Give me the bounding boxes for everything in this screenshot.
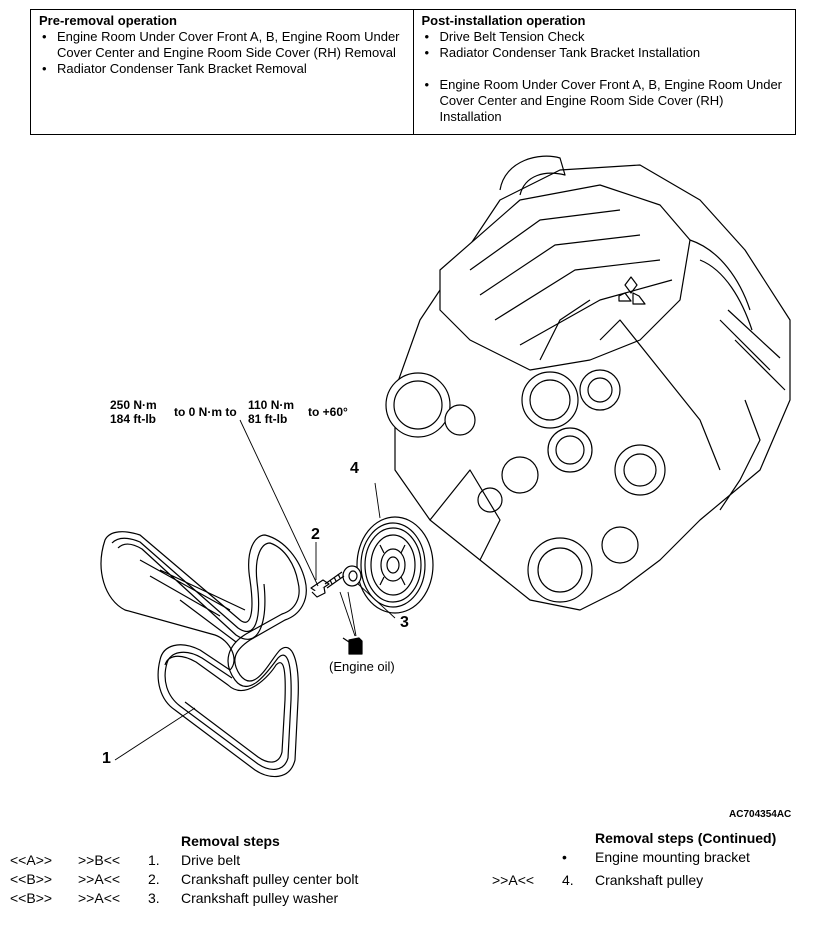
torque-ftlb: 81 ft-lb	[248, 412, 288, 426]
post-installation-item: Engine Room Under Cover Front A, B, Engi…	[422, 77, 788, 125]
step-number: 2.	[148, 871, 160, 887]
post-installation-column: Post-installation operation Drive Belt T…	[412, 10, 796, 134]
oil-can-icon	[342, 637, 363, 655]
post-installation-item: Radiator Condenser Tank Bracket Installa…	[422, 45, 788, 61]
step-label: Crankshaft pulley center bolt	[181, 871, 359, 887]
torque-spec-initial: 250 N·m 184 ft-lb	[110, 398, 157, 426]
removal-note-ref: <<B>>	[10, 871, 53, 887]
step-label: Engine mounting bracket	[595, 849, 750, 865]
pre-removal-item: Radiator Condenser Tank Bracket Removal	[39, 61, 405, 77]
callout-1: 1	[102, 750, 111, 767]
step-label: Crankshaft pulley washer	[181, 890, 339, 906]
engine-oil-note: (Engine oil)	[329, 659, 395, 674]
figure-id: AC704354AC	[729, 809, 792, 820]
installation-note-ref: >>B<<	[78, 852, 121, 868]
step-label: Crankshaft pulley	[595, 872, 704, 888]
crankshaft-pulley-washer-illustration	[342, 565, 362, 587]
pre-removal-list: Engine Room Under Cover Front A, B, Engi…	[39, 29, 405, 77]
post-installation-item: Drive Belt Tension Check	[422, 29, 788, 45]
torque-spec-final: 110 N·m 81 ft-lb	[248, 398, 294, 426]
torque-nm: 250 N·m	[110, 398, 157, 412]
torque-spec-loosen: to 0 N·m to	[174, 405, 237, 419]
torque-ftlb: 184 ft-lb	[110, 412, 157, 426]
step-number: 4.	[562, 872, 574, 888]
torque-spec-angle: to +60°	[308, 405, 348, 419]
exploded-view-diagram: 250 N·m 184 ft-lb to 0 N·m to 110 N·m 81…	[0, 140, 821, 820]
installation-note-ref: >>A<<	[492, 872, 535, 888]
installation-note-ref: >>A<<	[78, 890, 121, 906]
removal-note-ref: <<A>>	[10, 852, 53, 868]
callout-4: 4	[350, 460, 359, 477]
removal-steps-continued-heading: Removal steps (Continued)	[595, 830, 777, 846]
torque-nm: 110 N·m	[248, 398, 295, 412]
crankshaft-pulley-illustration	[356, 516, 434, 614]
removal-steps: Removal steps <<A>> >>B<< 1. Drive belt …	[0, 832, 420, 927]
callout-3: 3	[400, 614, 409, 631]
callout-2: 2	[311, 526, 320, 543]
diagram-drawing	[100, 155, 791, 778]
installation-note-ref: >>A<<	[78, 871, 121, 887]
bullet: •	[562, 849, 567, 865]
engine-assembly-illustration	[385, 155, 791, 611]
pre-removal-item: Engine Room Under Cover Front A, B, Engi…	[39, 29, 405, 61]
pre-removal-column: Pre-removal operation Engine Room Under …	[31, 10, 413, 134]
leader-lines	[114, 419, 396, 761]
removal-steps-continued: Removal steps (Continued) • Engine mount…	[480, 829, 816, 924]
removal-steps-heading: Removal steps	[181, 833, 280, 849]
removal-note-ref: <<B>>	[10, 890, 53, 906]
drive-belt-illustration	[100, 531, 307, 778]
operations-table: Pre-removal operation Engine Room Under …	[30, 9, 796, 135]
post-installation-heading: Post-installation operation	[421, 13, 586, 28]
post-installation-list: Drive Belt Tension Check Radiator Conden…	[422, 29, 788, 125]
step-label: Drive belt	[181, 852, 241, 868]
step-number: 3.	[148, 890, 160, 906]
step-number: 1.	[148, 852, 160, 868]
pre-removal-heading: Pre-removal operation	[39, 13, 177, 28]
crankshaft-pulley-center-bolt-illustration	[310, 571, 345, 598]
